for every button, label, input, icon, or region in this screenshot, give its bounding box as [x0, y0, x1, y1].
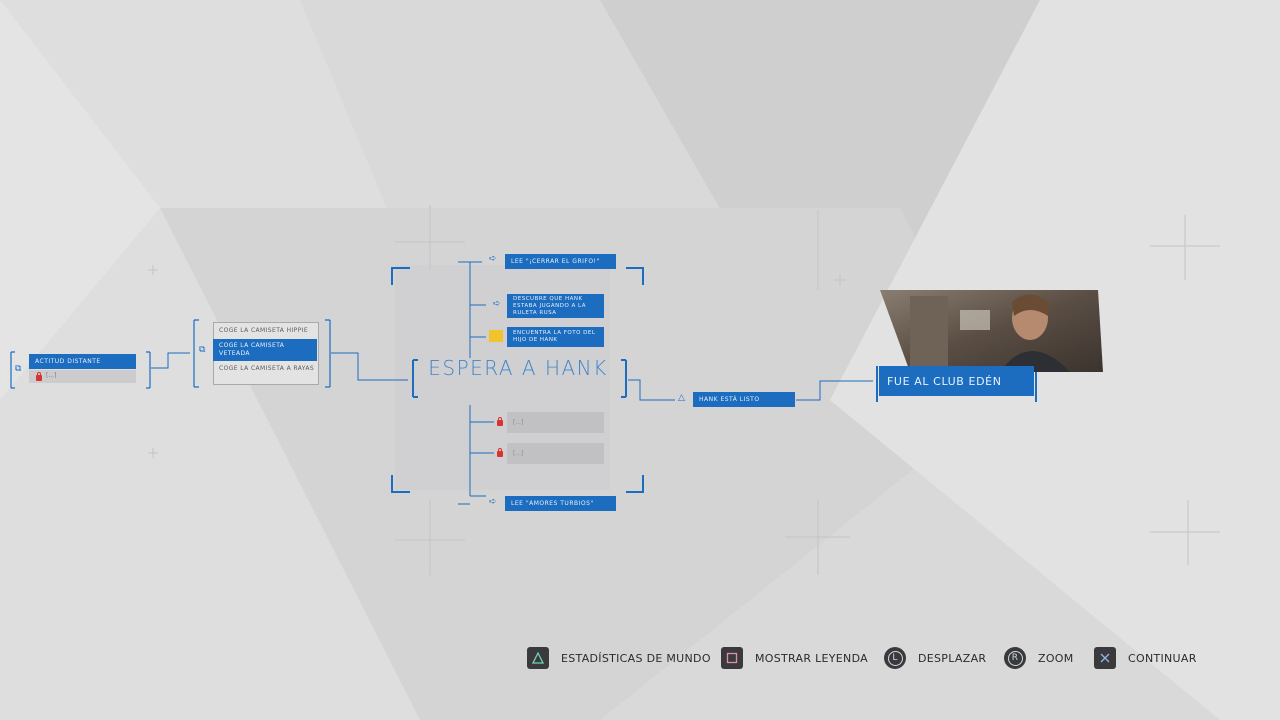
legend-continue[interactable]: CONTINUAR [1094, 646, 1197, 670]
branch-amores-turbios[interactable]: LEE "AMORES TURBIOS" [505, 496, 616, 511]
locked-node-label: [...] [46, 372, 57, 379]
node-label: ACTITUD DISTANTE [35, 358, 101, 365]
choice-camiseta-hippie[interactable]: COGE LA CAMISETA HIPPIE [219, 327, 309, 334]
choice-selected-icon: ⧉ [199, 345, 206, 355]
clue-folder-icon [489, 330, 503, 342]
lock-icon [497, 448, 503, 457]
right-stick-icon: R [1004, 647, 1026, 669]
branch-foto-hijo[interactable]: ENCUENTRA LA FOTO DEL HIJO DE HANK [507, 327, 604, 347]
outcome-hank-listo[interactable]: HANK ESTÁ LISTO [693, 392, 795, 407]
choice-camiseta-veteada[interactable]: COGE LA CAMISETA VETEADA [213, 339, 317, 361]
triangle-icon [527, 647, 549, 669]
legend-pan[interactable]: L DESPLAZAR [884, 646, 986, 670]
branch-locked-1[interactable]: [...] [507, 412, 604, 433]
square-icon [721, 647, 743, 669]
left-stick-icon: L [884, 647, 906, 669]
chapter-title: ESPERA A HANK [428, 356, 608, 380]
legend-zoom[interactable]: R ZOOM [1004, 646, 1074, 670]
branch-cerrar-grifo[interactable]: LEE "¡CERRAR EL GRIFO!" [505, 254, 616, 269]
choice-camiseta-rayas[interactable]: COGE LA CAMISETA A RAYAS [219, 365, 315, 372]
branch-ruleta-rusa[interactable]: DESCUBRE QUE HANK ESTABA JUGANDO A LA RU… [507, 294, 604, 318]
chapter-thumbnail[interactable] [880, 290, 1105, 375]
branch-locked-2[interactable]: [...] [507, 443, 604, 464]
legend-world-stats[interactable]: ESTADÍSTICAS DE MUNDO [527, 646, 711, 670]
next-chapter-fue-club-eden[interactable]: FUE AL CLUB EDÉN [879, 366, 1034, 396]
arrow-out-icon: ➪ [493, 299, 501, 309]
left-node-icon: ⧉ [15, 364, 22, 374]
arrow-out-icon: ➪ [489, 254, 497, 264]
locked-node-row [29, 370, 136, 383]
arrow-out-icon: ➪ [489, 497, 497, 507]
lock-icon [36, 372, 42, 381]
lock-icon [497, 417, 503, 426]
legend-show-legend[interactable]: MOSTRAR LEYENDA [721, 646, 868, 670]
node-actitud-distante[interactable]: ACTITUD DISTANTE [29, 354, 136, 369]
triangle-icon: △ [678, 393, 685, 403]
cross-icon [1094, 647, 1116, 669]
